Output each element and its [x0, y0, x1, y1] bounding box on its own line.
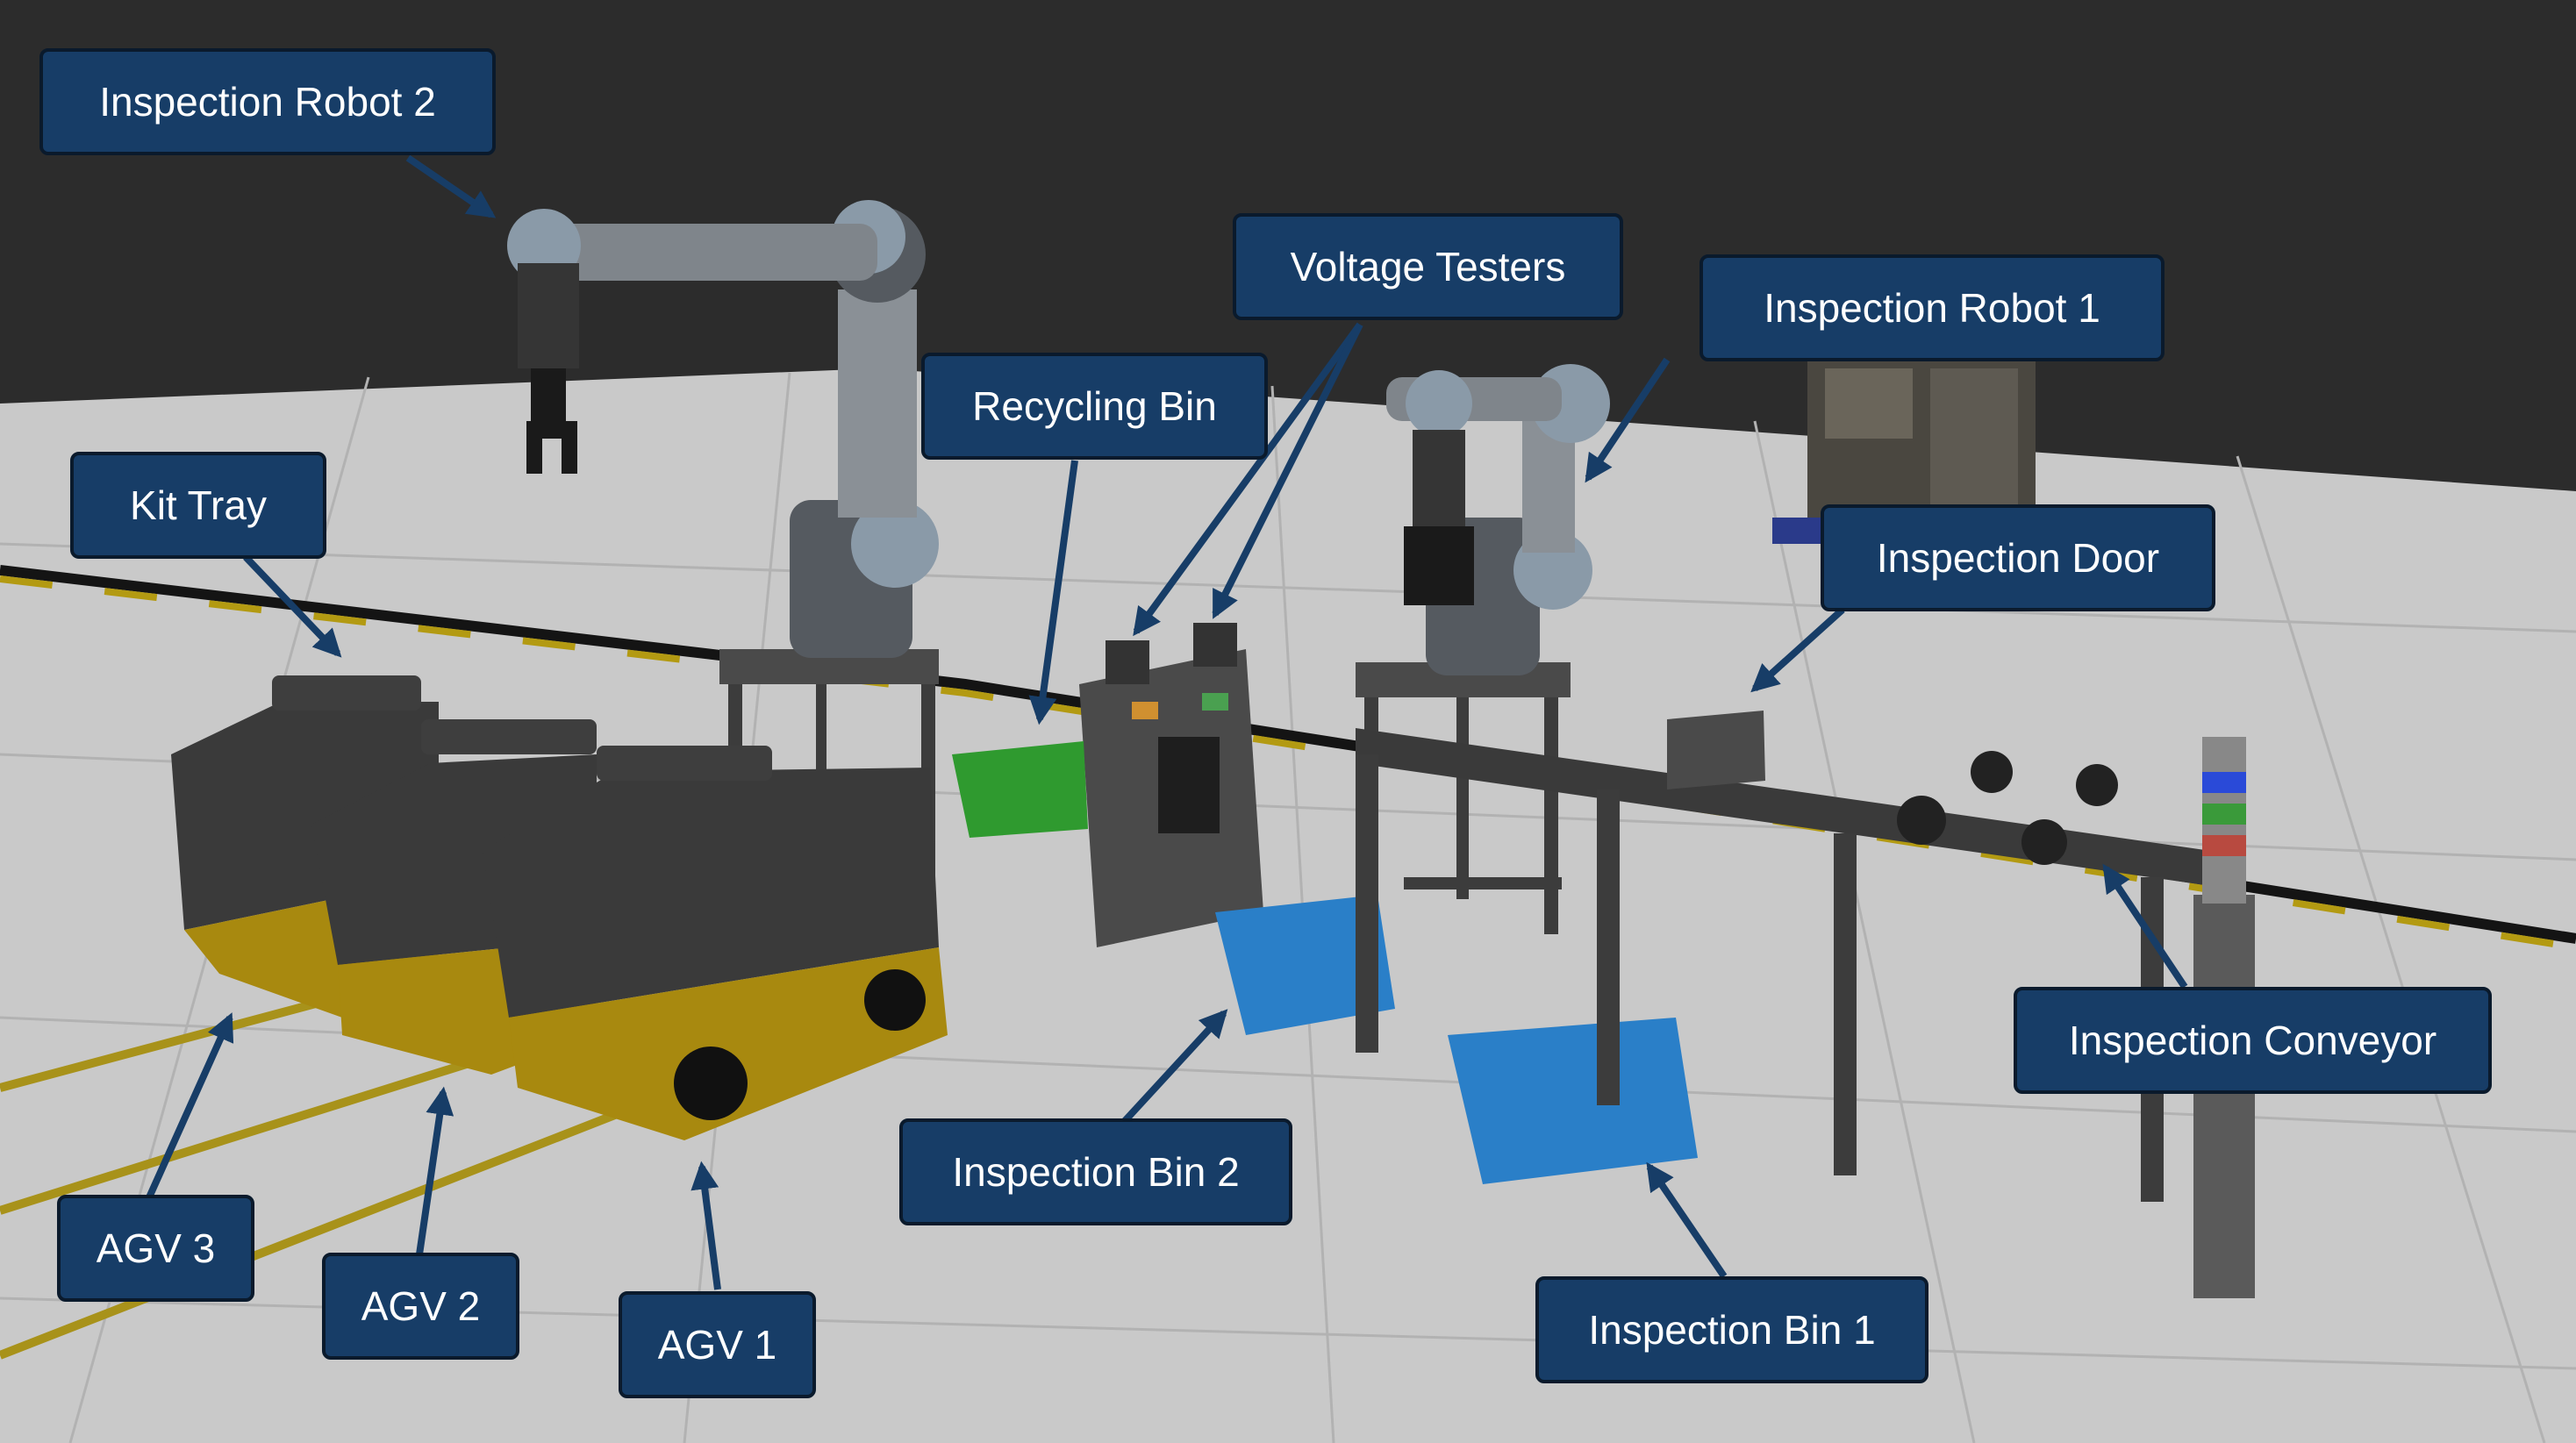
label-inspection-conveyor: Inspection Conveyor [2014, 987, 2492, 1094]
arrow-voltage-tester-left [1133, 322, 1363, 637]
arrow-inspection-bin-2 [1120, 1009, 1228, 1125]
label-inspection-bin-2: Inspection Bin 2 [899, 1118, 1292, 1225]
label-voltage-testers: Voltage Testers [1233, 213, 1623, 320]
agv-1-model [483, 746, 948, 1140]
label-inspection-robot-1: Inspection Robot 1 [1699, 254, 2165, 361]
inspection-bin-2-model [1215, 895, 1395, 1035]
arrow-inspection-robot-2 [405, 154, 497, 218]
label-agv-2: AGV 2 [322, 1253, 519, 1360]
arrow-agv-3 [146, 1012, 234, 1199]
arrow-recycling-bin [1028, 460, 1078, 725]
label-inspection-door: Inspection Door [1821, 504, 2215, 611]
voltage-testers-model [1079, 623, 1263, 947]
label-inspection-robot-2: Inspection Robot 2 [39, 48, 496, 155]
floor-stripe-yellow [0, 575, 2576, 951]
inspection-robot-1-model [1386, 364, 1610, 675]
label-recycling-bin: Recycling Bin [921, 353, 1268, 460]
arrow-inspection-robot-1 [1585, 357, 1671, 483]
inspection-door-model [1667, 711, 1765, 789]
label-inspection-bin-1: Inspection Bin 1 [1535, 1276, 1928, 1383]
arrow-voltage-tester-right [1212, 323, 1363, 619]
arrow-inspection-door [1750, 607, 1845, 693]
arrow-inspection-conveyor [2102, 863, 2188, 989]
annotation-arrows [146, 154, 2188, 1290]
agv-track-3 [0, 1083, 686, 1360]
arrow-inspection-bin-1 [1646, 1161, 1728, 1279]
inspection-robot-2-model [507, 200, 939, 658]
arrow-agv-1 [691, 1161, 721, 1290]
label-kit-tray: Kit Tray [70, 452, 326, 559]
signal-tower-model [2193, 737, 2255, 1298]
arrow-agv-2 [416, 1086, 454, 1255]
label-agv-1: AGV 1 [619, 1291, 816, 1398]
arrow-kit-tray [243, 554, 342, 658]
inspection-bin-1-model [1448, 1018, 1698, 1184]
label-agv-3: AGV 3 [57, 1195, 254, 1302]
recycling-bin-model [952, 741, 1088, 838]
